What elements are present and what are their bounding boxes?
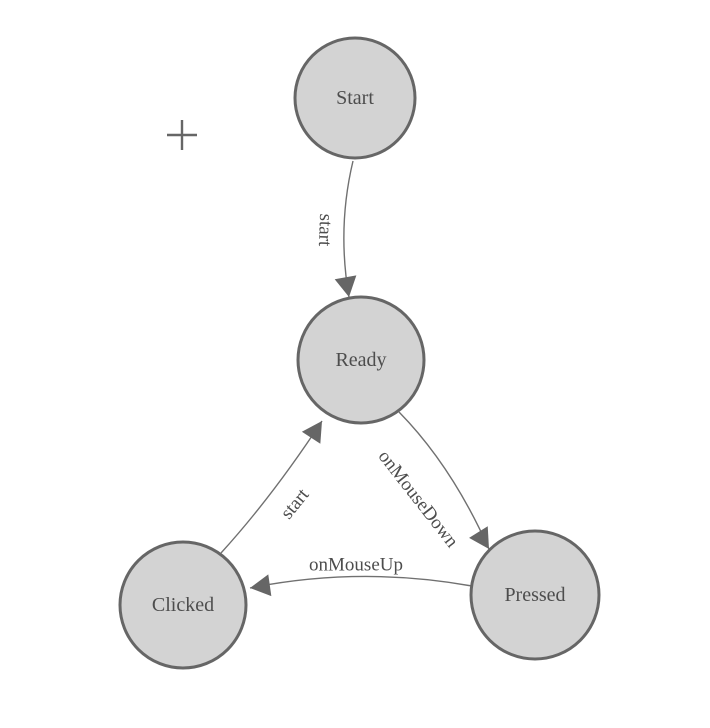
arrowhead-icon [469,526,489,549]
state-circle-ready[interactable] [296,295,426,425]
transition-edge-clicked-ready[interactable] [220,420,323,554]
state-label-clicked: Clicked [152,594,214,616]
state-node-start[interactable]: Start [293,36,417,160]
arrowhead-icon [250,574,272,597]
edge-label-ready-pressed: onMouseDown [374,446,463,552]
state-node-ready[interactable]: Ready [296,295,426,425]
state-circle-start[interactable] [293,36,417,160]
edge-label-pressed-clicked: onMouseUp [309,555,403,576]
edge-label-start-ready: start [314,213,336,247]
arrowhead-icon [301,421,322,444]
state-node-clicked[interactable]: Clicked [118,540,248,670]
state-label-ready: Ready [335,349,386,371]
edge-label-clicked-ready: start [277,484,314,523]
state-label-start: Start [336,87,374,109]
state-node-pressed[interactable]: Pressed [469,529,601,661]
state-circle-pressed[interactable] [469,529,601,661]
transition-edge-pressed-clicked[interactable] [249,575,473,589]
transition-edge-ready-pressed[interactable] [398,411,490,550]
arrowhead-icon [334,275,357,297]
state-circle-clicked[interactable] [118,540,248,670]
state-label-pressed: Pressed [504,584,565,606]
crosshair-plus-icon [167,120,197,150]
